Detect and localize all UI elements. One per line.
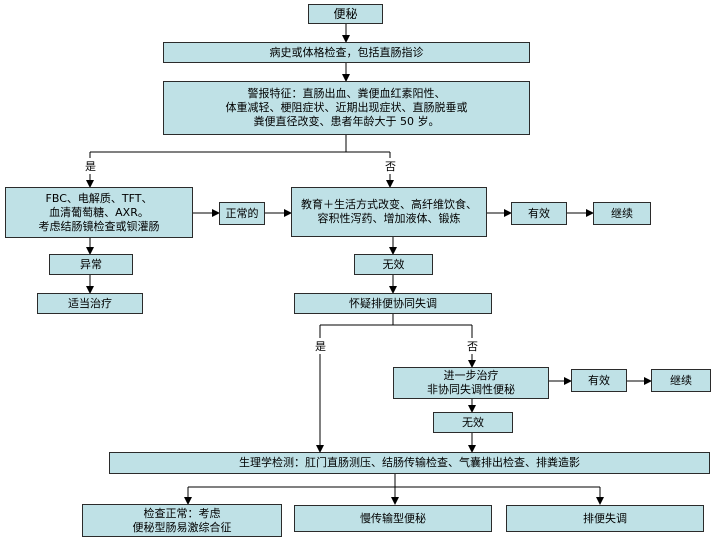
node-suspect-dyssynergia: 怀疑排便协同失调 xyxy=(294,293,492,314)
node-education: 教育＋生活方式改变、高纤维饮食、 容积性泻药、增加液体、锻炼 xyxy=(291,187,487,237)
node-continue-2: 继续 xyxy=(651,369,711,392)
node-physiology-tests: 生理学检测：肛门直肠测压、结肠传输检查、气囊排出检查、排粪造影 xyxy=(109,452,710,474)
node-ineffective-1: 无效 xyxy=(354,254,433,275)
node-tests: FBC、电解质、TFT、 血清葡萄糖、AXR。 考虑结肠镜检查或钡灌肠 xyxy=(5,187,193,238)
node-effective-2: 有效 xyxy=(571,369,627,392)
label-yes-2: 是 xyxy=(313,338,328,354)
label-no-2: 否 xyxy=(465,338,480,354)
node-dyssynergia: 排便失调 xyxy=(506,505,704,532)
node-abnormal: 异常 xyxy=(49,254,133,275)
node-ineffective-2: 无效 xyxy=(433,412,513,433)
node-continue-1: 继续 xyxy=(593,202,651,225)
node-slow-transit: 慢传输型便秘 xyxy=(294,505,492,532)
node-normal: 正常的 xyxy=(219,202,265,225)
node-constipation: 便秘 xyxy=(308,4,383,24)
node-effective-1: 有效 xyxy=(511,202,567,225)
node-history: 病史或体格检查，包括直肠指诊 xyxy=(163,42,530,63)
node-ibs: 检查正常：考虑 便秘型肠易激综合征 xyxy=(82,504,282,537)
label-yes-1: 是 xyxy=(83,158,98,174)
node-appropriate-treatment: 适当治疗 xyxy=(37,293,143,314)
node-further-treatment: 进一步治疗 非协同失调性便秘 xyxy=(393,367,549,399)
node-alarm-features: 警报特征：直肠出血、粪便血红素阳性、 体重减轻、梗阻症状、近期出现症状、直肠脱垂… xyxy=(163,81,530,135)
label-no-1: 否 xyxy=(383,158,398,174)
